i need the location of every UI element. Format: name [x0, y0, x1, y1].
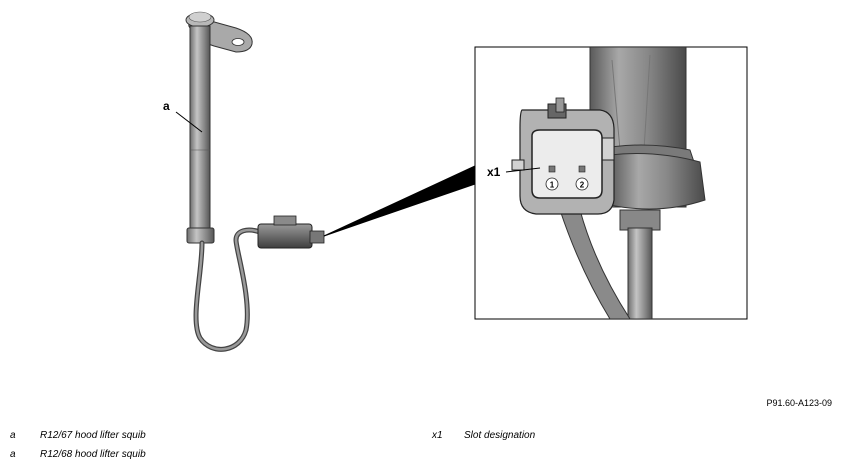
callout-a: a: [163, 99, 170, 113]
connector-plug: [257, 223, 313, 249]
squib-end-collar: [186, 227, 215, 244]
legend-key: x1: [432, 430, 443, 441]
a-leader-line: [175, 111, 203, 133]
squib-cable: [193, 227, 263, 352]
detail-view: 1 2 x1: [474, 46, 748, 320]
x1-leader-line: [505, 167, 541, 173]
figure-id: P91.60-A123-09: [766, 398, 832, 408]
legend-key: a: [10, 430, 16, 441]
legend-key: a: [10, 449, 16, 460]
squib-diagram: 1 2 x1 a: [163, 11, 748, 352]
connector-socket: [531, 129, 603, 199]
pin-1-label: 1: [550, 181, 555, 190]
zoom-indicator: [323, 165, 476, 237]
legend-text: Slot designation: [464, 430, 536, 441]
pin-2-label: 2: [580, 181, 585, 190]
pin-2-contact: [578, 165, 586, 173]
legend-text: R12/67 hood lifter squib: [40, 430, 146, 441]
pin-2-marker: [575, 177, 589, 191]
callout-x1: x1: [487, 165, 501, 179]
flange-hole: [231, 38, 245, 46]
legend-text: R12/68 hood lifter squib: [40, 449, 146, 460]
pin-1-contact: [548, 165, 556, 173]
pin-1-marker: [545, 177, 559, 191]
squib-assembly: [185, 11, 325, 352]
squib-body: [189, 25, 211, 233]
